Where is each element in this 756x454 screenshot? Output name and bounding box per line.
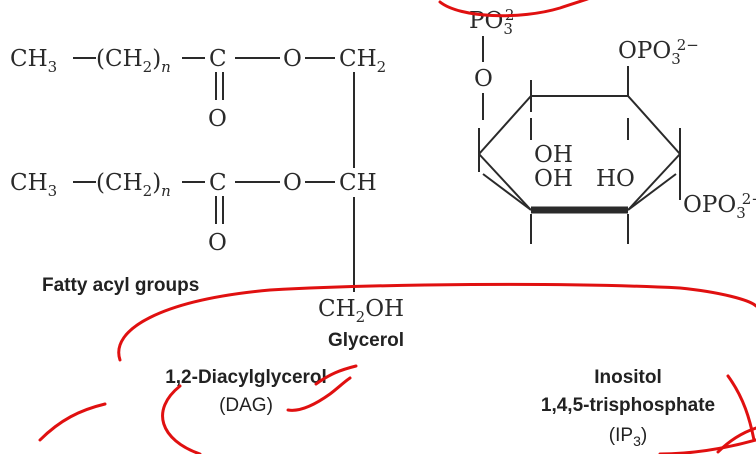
oh-upper: OH [534, 142, 573, 168]
chain2-ch3: CH [10, 170, 48, 196]
ip3-abbr-open: (IP [609, 425, 633, 446]
dag-abbr-label: (DAG) [219, 395, 273, 416]
ring-wedge [627, 173, 677, 211]
ring-edge [627, 153, 681, 211]
svg-text:OPO32−: OPO32− [618, 36, 699, 68]
chain1-n: n [161, 58, 171, 76]
chain2-c: C [209, 170, 227, 196]
right-phosphate-sub: 3 [671, 50, 681, 68]
ink-top-curve [438, 0, 589, 18]
ho-label: HO [596, 166, 635, 192]
svg-text:PO32−: PO32− [469, 6, 527, 38]
svg-text:CH2: CH2 [339, 46, 386, 76]
svg-text:CH2OH: CH2OH [318, 296, 404, 326]
svg-text:CH3: CH3 [10, 170, 57, 200]
ink-check-abbr [286, 376, 352, 412]
terminal-ch2-sub: 2 [356, 308, 366, 326]
dag-chain-2: CH3 (CH2)n C O CH O [10, 170, 377, 256]
chain2-ch3-sub: 3 [48, 182, 58, 200]
chain1-ch2-close: ) [152, 46, 161, 72]
ink-arrow-right [716, 374, 756, 454]
ip3-name-line2: 1,4,5-trisphosphate [541, 395, 715, 416]
chain1-ch3-sub: 3 [48, 58, 58, 76]
ring-wedge [482, 173, 532, 211]
chain1-o: O [283, 46, 302, 72]
top-phosphate-sub: 3 [503, 20, 513, 38]
chain2-o: O [283, 170, 302, 196]
ink-arrow-left [38, 402, 107, 442]
chain1-ch2-end: CH [339, 46, 377, 72]
svg-text:(CH2)n: (CH2)n [96, 170, 171, 200]
ip3-name-line1: Inositol [594, 367, 662, 388]
svg-text:(IP3): (IP3) [609, 425, 647, 449]
ink-check-dag [314, 364, 358, 386]
fatty-acyl-label: Fatty acyl groups [42, 275, 199, 296]
bottom-phosphate-sub: 3 [736, 204, 746, 222]
handwritten-annotations [38, 0, 756, 454]
svg-text:CH3: CH3 [10, 46, 57, 76]
chain2-carbonyl-o: O [208, 230, 227, 256]
svg-text:OPO32−: OPO32− [683, 190, 756, 222]
chain1-ch2-end-sub: 2 [377, 58, 387, 76]
bottom-phosphate-sup: 2− [742, 190, 756, 208]
dag-chain-1: CH3 (CH2)n C O CH2 O [10, 46, 386, 132]
chain1-ch2: (CH [96, 46, 143, 72]
chain2-ch2-sub: 2 [143, 182, 153, 200]
oh-lower: OH [534, 166, 573, 192]
bottom-phosphate-opo: OPO [683, 192, 736, 218]
ring-edge [478, 153, 532, 211]
ip3-structure: PO32− O OPO32− OH OH HO OPO32− [469, 6, 756, 244]
chain2-ch2-close: ) [152, 170, 161, 196]
chain1-ch3: CH [10, 46, 48, 72]
top-o: O [474, 66, 493, 92]
ring-upper-edges [478, 95, 681, 155]
terminal-ch2: CH [318, 296, 356, 322]
chain2-ch-end: CH [339, 170, 377, 196]
glycerol-label: Glycerol [328, 330, 404, 351]
svg-text:(CH2)n: (CH2)n [96, 46, 171, 76]
top-phosphate-po: PO [469, 8, 503, 34]
ink-enclosing-loop [117, 282, 756, 454]
ip3-abbr-close: ) [641, 425, 647, 446]
terminal-oh: OH [365, 296, 404, 322]
ip3-abbr-sub: 3 [633, 433, 641, 449]
chain1-carbonyl-o: O [208, 106, 227, 132]
right-phosphate-sup: 2− [677, 36, 699, 54]
chain2-n: n [161, 182, 171, 200]
chain1-c: C [209, 46, 227, 72]
right-phosphate-opo: OPO [618, 38, 671, 64]
chain1-ch2-sub: 2 [143, 58, 153, 76]
chain2-ch2: (CH [96, 170, 143, 196]
dag-name-label: 1,2-Diacylglycerol [165, 367, 327, 388]
